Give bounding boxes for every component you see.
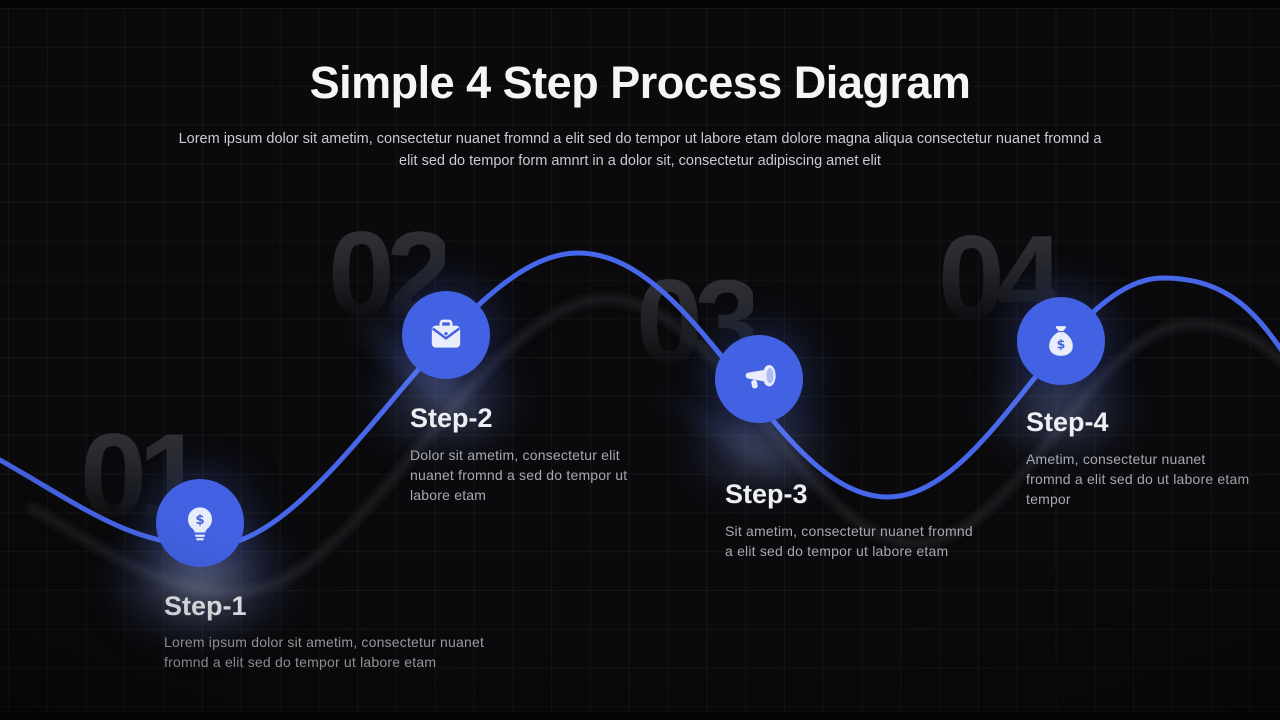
svg-text:$: $ [195,513,204,528]
megaphone-icon [745,364,776,389]
briefcase-icon [431,319,461,348]
slide-subtitle-line-2: elit sed do tempor form amnrt in a dolor… [399,153,881,169]
slide-subtitle-line-1: Lorem ipsum dolor sit ametim, consectetu… [178,131,1102,147]
step-4-title: Step-4 [1026,407,1109,437]
step-2-node [402,291,490,379]
step-2-description: Dolor sit ametim, consectetur elit nuane… [410,447,628,503]
idea-bulb-dollar-icon: $ [188,507,212,541]
money-bag-dollar-icon: $ [1049,326,1073,356]
slide-title: Simple 4 Step Process Diagram [309,57,971,108]
step-4-description: Ametim, consectetur nuanet fromnd a elit… [1026,451,1250,507]
slide-subtitle: Lorem ipsum dolor sit ametim, consectetu… [0,128,1280,172]
step-1-title: Step-1 [164,591,247,621]
step-1-node: $ [156,479,244,567]
step-3-node [715,335,803,423]
svg-text:$: $ [1057,337,1066,352]
step-2-title: Step-2 [410,403,493,433]
step-1-description: Lorem ipsum dolor sit ametim, consectetu… [164,634,485,670]
step-3-description: Sit ametim, consectetur nuanet fromnd a … [725,523,973,559]
step-3-title: Step-3 [725,479,808,509]
step-4-node: $ [1017,297,1105,385]
